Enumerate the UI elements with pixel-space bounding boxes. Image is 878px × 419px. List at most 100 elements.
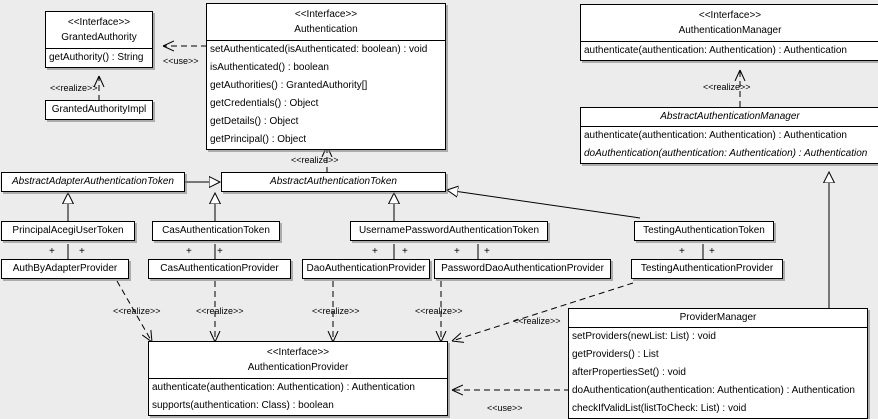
- stereotype-label: <<Interface>>: [266, 347, 330, 358]
- operation-row: checkIfValidList(listToCheck: List) : vo…: [572, 403, 747, 414]
- class-header: PasswordDaoAuthenticationProvider: [435, 260, 610, 278]
- operation-row: getCredentials() : Object: [210, 98, 319, 109]
- operation-row: afterPropertiesSet() : void: [572, 367, 686, 378]
- operation-row: isAuthenticated() : boolean: [210, 62, 329, 73]
- class-name-label: ProviderManager: [679, 312, 757, 323]
- class-dao-authentication-provider[interactable]: DaoAuthenticationProvider: [302, 259, 430, 279]
- operation-row: authenticate(authentication: Authenticat…: [584, 130, 847, 141]
- edge-label-realize-abstractauthenticationmanager: <<realize>>: [703, 82, 751, 92]
- class-header: PrincipalAcegiUserToken: [2, 222, 134, 240]
- association-role-marker: +: [79, 246, 85, 257]
- class-name-label: PasswordDaoAuthenticationProvider: [441, 263, 604, 274]
- class-header: TestingAuthenticationToken: [635, 222, 773, 240]
- stereotype-label: <<Interface>>: [294, 9, 358, 20]
- class-name-label: TestingAuthenticationProvider: [640, 263, 774, 274]
- edge-generalize-testingauthenticationtoken: [447, 190, 641, 219]
- class-name-label: AbstractAuthenticationToken: [270, 176, 397, 187]
- class-name-label: Authentication: [294, 24, 358, 35]
- class-cas-authentication-provider[interactable]: CasAuthenticationProvider: [148, 259, 291, 279]
- class-name-label: AbstractAuthenticationManager: [660, 111, 800, 122]
- association-role-marker: +: [709, 246, 715, 257]
- class-name-label: PrincipalAcegiUserToken: [12, 225, 124, 236]
- edge-label-realize-abstractauthenticationtoken: <<realize>>: [291, 155, 339, 165]
- stereotype-label: <<Interface>>: [67, 17, 131, 28]
- class-header: CasAuthenticationToken: [153, 222, 279, 240]
- operation-row: authenticate(authentication: Authenticat…: [152, 382, 415, 393]
- edge-label-realize-grantedauthorityimpl: <<realize>>: [50, 83, 98, 93]
- class-authentication[interactable]: <<Interface>> Authentication setAuthenti…: [206, 3, 446, 150]
- edge-label-realize-daoauthenticationprovider: <<realize>>: [312, 306, 360, 316]
- class-name-label: AbstractAdapterAuthenticationToken: [12, 176, 174, 187]
- operations-compartment: authenticate(authentication: Authenticat…: [581, 41, 878, 60]
- association-role-marker: +: [679, 246, 685, 257]
- operation-row: authenticate(authentication: Authenticat…: [584, 45, 847, 56]
- operation-row: getAuthorities() : GrantedAuthority[]: [210, 80, 368, 91]
- association-role-marker: +: [454, 246, 460, 257]
- class-username-password-authentication-token[interactable]: UsernamePasswordAuthenticationToken: [350, 221, 548, 241]
- association-role-marker: +: [484, 246, 490, 257]
- operation-row: doAuthentication(authentication: Authent…: [572, 385, 855, 396]
- edge-label-use-providermanager-authenticationprovider: <<use>>: [487, 403, 523, 413]
- class-header: GrantedAuthorityImpl: [46, 101, 152, 119]
- operation-row: supports(authentication: Class) : boolea…: [152, 400, 334, 411]
- operations-compartment: authenticate(authentication: Authenticat…: [149, 378, 447, 415]
- class-name-label: TestingAuthenticationToken: [643, 225, 765, 236]
- stereotype-label: <<Interface>>: [698, 10, 762, 21]
- class-abstract-authentication-token[interactable]: AbstractAuthenticationToken: [221, 172, 446, 192]
- association-role-marker: +: [217, 246, 223, 257]
- operations-compartment: authenticate(authentication: Authenticat…: [581, 126, 878, 163]
- class-name-label: GrantedAuthority: [61, 32, 137, 43]
- class-header: <<Interface>> Authentication: [207, 4, 445, 40]
- class-name-label: AuthenticationManager: [678, 25, 782, 36]
- class-name-label: DaoAuthenticationProvider: [306, 263, 426, 274]
- class-header: DaoAuthenticationProvider: [303, 260, 429, 278]
- class-authentication-provider[interactable]: <<Interface>> AuthenticationProvider aut…: [148, 341, 448, 416]
- class-header: <<Interface>> AuthenticationManager: [581, 5, 878, 41]
- class-header: AbstractAuthenticationManager: [581, 108, 878, 126]
- operations-compartment: setAuthenticated(isAuthenticated: boolea…: [207, 40, 445, 149]
- class-name-label: CasAuthenticationProvider: [160, 263, 279, 274]
- association-role-marker: +: [49, 246, 55, 257]
- class-header: AuthByAdapterProvider: [2, 260, 128, 278]
- class-granted-authority[interactable]: <<Interface>> GrantedAuthority getAuthor…: [45, 11, 153, 68]
- operation-row: doAuthentication(authentication: Authent…: [584, 148, 868, 159]
- class-header: UsernamePasswordAuthenticationToken: [351, 222, 547, 240]
- edge-label-realize-authbyadapterprovider: <<realize>>: [113, 306, 161, 316]
- operations-compartment: getAuthority() : String: [46, 48, 152, 67]
- edge-label-realize-casauthenticationprovider: <<realize>>: [196, 306, 244, 316]
- operation-row: getAuthority() : String: [49, 52, 144, 63]
- edge-label-realize-testingauthenticationprovider: <<realize>>: [513, 316, 561, 326]
- class-abstract-adapter-authentication-token[interactable]: AbstractAdapterAuthenticationToken: [1, 172, 185, 192]
- class-header: TestingAuthenticationProvider: [632, 260, 782, 278]
- class-header: AbstractAdapterAuthenticationToken: [2, 173, 184, 191]
- class-header: ProviderManager: [569, 309, 867, 327]
- operation-row: setProviders(newList: List) : void: [572, 331, 716, 342]
- edge-label-realize-passworddaoauthenticationprovider: <<realize>>: [415, 306, 463, 316]
- class-principal-acegi-user-token[interactable]: PrincipalAcegiUserToken: [1, 221, 135, 241]
- association-role-marker: +: [372, 246, 378, 257]
- class-testing-authentication-token[interactable]: TestingAuthenticationToken: [634, 221, 774, 241]
- class-password-dao-authentication-provider[interactable]: PasswordDaoAuthenticationProvider: [434, 259, 611, 279]
- class-name-label: AuthenticationProvider: [247, 362, 349, 373]
- class-provider-manager[interactable]: ProviderManager setProviders(newList: Li…: [568, 308, 868, 419]
- association-role-marker: +: [402, 246, 408, 257]
- operation-row: getDetails() : Object: [210, 116, 299, 127]
- operation-row: getPrincipal() : Object: [210, 134, 307, 145]
- class-authentication-manager[interactable]: <<Interface>> AuthenticationManager auth…: [580, 4, 878, 61]
- class-granted-authority-impl[interactable]: GrantedAuthorityImpl: [45, 100, 153, 120]
- class-header: CasAuthenticationProvider: [149, 260, 290, 278]
- class-cas-authentication-token[interactable]: CasAuthenticationToken: [152, 221, 280, 241]
- operation-row: getProviders() : List: [572, 349, 659, 360]
- class-auth-by-adapter-provider[interactable]: AuthByAdapterProvider: [1, 259, 129, 279]
- class-abstract-authentication-manager[interactable]: AbstractAuthenticationManager authentica…: [580, 107, 878, 164]
- class-name-label: UsernamePasswordAuthenticationToken: [358, 225, 540, 236]
- class-header: AbstractAuthenticationToken: [222, 173, 445, 191]
- operation-row: setAuthenticated(isAuthenticated: boolea…: [210, 44, 428, 55]
- class-testing-authentication-provider[interactable]: TestingAuthenticationProvider: [631, 259, 783, 279]
- class-header: <<Interface>> GrantedAuthority: [46, 12, 152, 48]
- class-name-label: CasAuthenticationToken: [162, 225, 270, 236]
- association-role-marker: +: [186, 246, 192, 257]
- class-name-label: AuthByAdapterProvider: [12, 263, 118, 274]
- class-header: <<Interface>> AuthenticationProvider: [149, 342, 447, 378]
